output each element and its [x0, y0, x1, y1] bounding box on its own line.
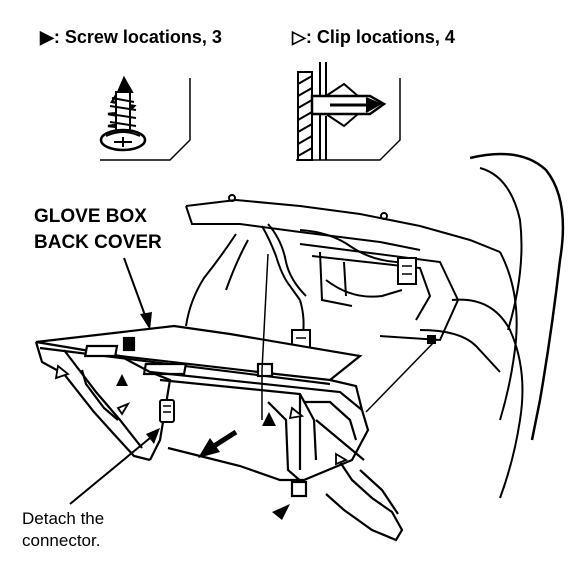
removal-direction-arrow: [198, 429, 238, 458]
alignment-leader-lines: [261, 253, 437, 420]
screw-icon: [99, 75, 147, 152]
clip-icon: [297, 62, 387, 161]
clip-marker-3: [288, 406, 305, 420]
screw-marker-1: [116, 374, 128, 386]
clip-marker-2: [116, 402, 131, 416]
screw-legend-label: ▶: Screw locations, 3: [39, 27, 222, 47]
dashboard-structure: [185, 152, 565, 499]
clip-legend-label: ▷: Clip locations, 4: [291, 27, 455, 47]
screw-detail-inset: [99, 75, 191, 161]
screw-marker-3: [272, 504, 290, 520]
clip-location-markers: [54, 364, 349, 466]
detach-connector-note-line2: connector.: [22, 531, 100, 550]
back-cover-leader-arrow: [123, 257, 152, 330]
clip-marker-1: [54, 364, 70, 380]
clip-detail-inset: [296, 62, 401, 161]
screw-marker-2: [262, 412, 276, 426]
glove-box-back-cover-label-line1: GLOVE BOX: [34, 206, 147, 227]
glove-box-back-cover: [34, 324, 404, 542]
clip-marker-4: [335, 452, 349, 466]
screw-location-markers: [116, 374, 290, 520]
connector-leader-arrow: [69, 428, 160, 505]
connector-upper: [397, 257, 417, 285]
detach-connector-note-line1: Detach the: [22, 509, 104, 528]
glove-box-back-cover-label-line2: BACK COVER: [34, 232, 162, 253]
